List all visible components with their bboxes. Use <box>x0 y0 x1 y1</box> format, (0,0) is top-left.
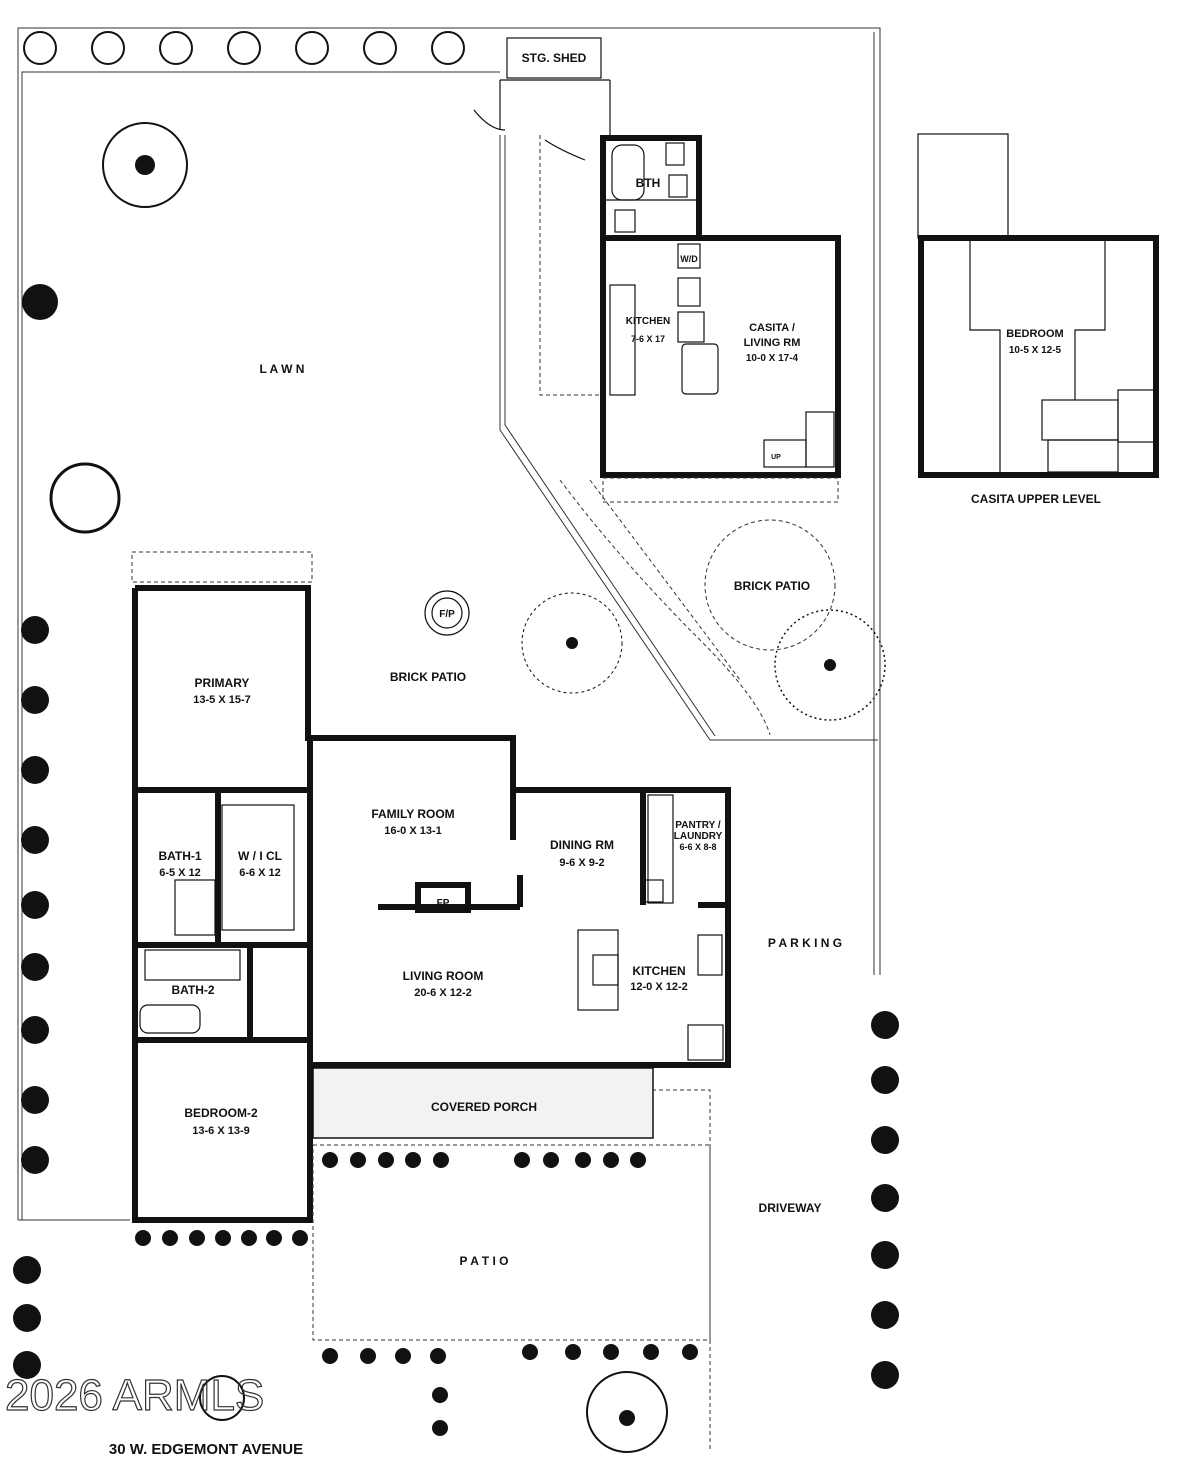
dining-dim: 9-6 X 9-2 <box>559 857 604 869</box>
brick-patio-main-label: BRICK PATIO <box>390 670 466 684</box>
fire-pit-label: F/P <box>439 609 455 620</box>
casita-brick-patio <box>704 519 836 651</box>
watermark: 2026 ARMLS <box>5 1371 264 1420</box>
family-room-dim: 16-0 X 13-1 <box>384 825 441 837</box>
living-dim: 20-6 X 12-2 <box>414 987 471 999</box>
casita-living-dim: 10-0 X 17-4 <box>746 353 799 364</box>
property-line <box>17 27 881 1220</box>
casita-living-label: CASITA / <box>749 322 795 334</box>
kitchen-dim: 12-0 X 12-2 <box>630 981 687 993</box>
brick-patio-casita-label: BRICK PATIO <box>734 579 810 593</box>
shed-label: STG. SHED <box>522 51 587 65</box>
bath1-label: BATH-1 <box>158 849 201 863</box>
fireplace-label: FP <box>437 898 450 909</box>
casita-kitchen-label: KITCHEN <box>626 316 670 327</box>
wic-label: W / I CL <box>238 849 282 863</box>
casita-upper-level: BEDROOM 10-5 X 12-5 CASITA UPPER LEVEL <box>917 133 1159 506</box>
casita-bath-label: BTH <box>636 176 661 190</box>
patio-label: P A T I O <box>460 1254 509 1268</box>
pantry-label: PANTRY / <box>675 820 721 831</box>
pantry-label-2: LAUNDRY <box>674 831 723 842</box>
driveway-label: DRIVEWAY <box>759 1201 822 1215</box>
fire-pit <box>424 590 470 636</box>
main-house: PRIMARY 13-5 X 15-7 FAMILY ROOM 16-0 X 1… <box>132 585 731 1223</box>
upper-bedroom-dim: 10-5 X 12-5 <box>1009 345 1062 356</box>
bedroom2-label: BEDROOM-2 <box>184 1106 258 1120</box>
bath2-label: BATH-2 <box>171 983 214 997</box>
walkway <box>499 135 878 741</box>
primary-label: PRIMARY <box>195 676 250 690</box>
covered-porch: COVERED PORCH <box>312 1067 654 1139</box>
casita: W/D BTH KITCHEN 7-6 X 17 CASITA / LIVING… <box>600 135 841 503</box>
covered-porch-label: COVERED PORCH <box>431 1100 537 1114</box>
casita-kitchen-dim: 7-6 X 17 <box>631 334 665 344</box>
lawn-label: L A W N <box>260 362 305 376</box>
wd-label: W/D <box>680 254 698 264</box>
casita-living-label-2: LIVING RM <box>744 337 801 349</box>
family-room-label: FAMILY ROOM <box>371 807 454 821</box>
patio-area <box>312 1144 711 1341</box>
casita-stair-up: UP <box>771 454 781 461</box>
living-label: LIVING ROOM <box>403 969 484 983</box>
parking-label: P A R K I N G <box>768 936 842 950</box>
kitchen-label: KITCHEN <box>632 964 685 978</box>
primary-dim: 13-5 X 15-7 <box>193 694 250 706</box>
upper-bedroom-label: BEDROOM <box>1006 328 1063 340</box>
casita-upper-caption: CASITA UPPER LEVEL <box>971 492 1101 506</box>
landscape-plants <box>13 31 899 1453</box>
storage-shed: STG. SHED <box>473 37 611 161</box>
bedroom2-dim: 13-6 X 13-9 <box>192 1125 249 1137</box>
pantry-dim: 6-6 X 8-8 <box>679 842 716 852</box>
address-caption: 30 W. EDGEMONT AVENUE <box>109 1441 303 1458</box>
wic-dim: 6-6 X 12 <box>239 867 281 879</box>
dining-label: DINING RM <box>550 838 614 852</box>
bath1-dim: 6-5 X 12 <box>159 867 201 879</box>
